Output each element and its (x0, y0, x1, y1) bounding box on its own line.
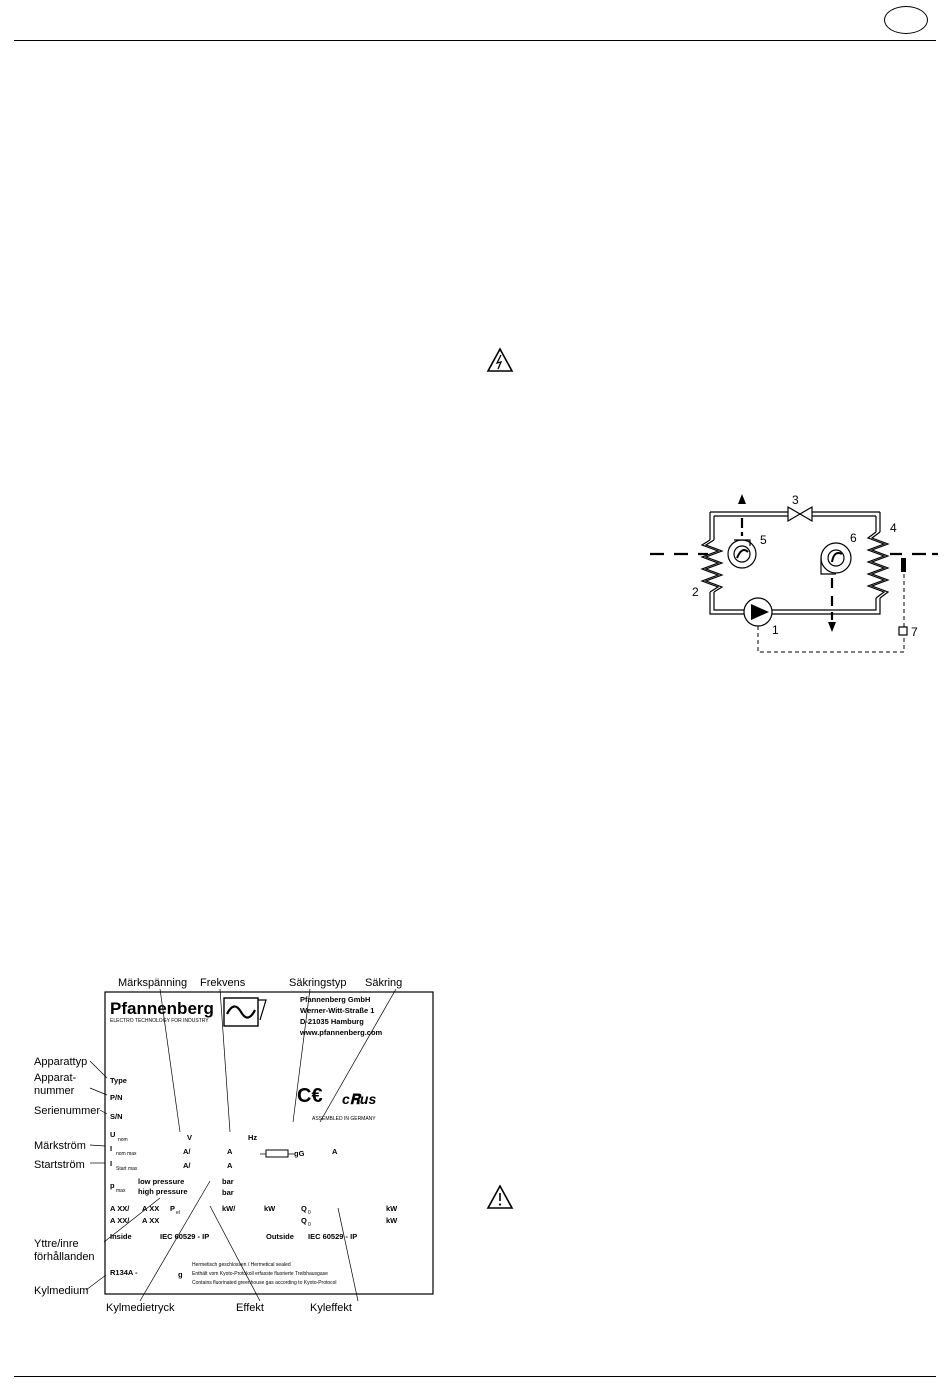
field-a-3: A/ (183, 1161, 191, 1170)
field-a-2: A (227, 1147, 233, 1156)
field-iec-outside: IEC 60529 - IP (308, 1232, 357, 1241)
field-v-unit: V (187, 1133, 192, 1142)
diagram-label-3: 3 (792, 493, 799, 507)
address-line-4: www.pfannenberg.com (299, 1028, 383, 1037)
callout-effekt: Effekt (236, 1302, 264, 1314)
sealed-line-3: Contains fluorinated greenhouse gas acco… (192, 1280, 337, 1286)
field-a-1: A/ (183, 1147, 191, 1156)
diagram-label-1: 1 (772, 623, 779, 637)
field-inside: Inside (110, 1232, 132, 1241)
diagram-label-2: 2 (692, 585, 699, 599)
diagram-label-6: 6 (850, 531, 857, 545)
field-low-pressure: low pressure (138, 1177, 184, 1186)
nameplate-figure: Märkspänning Frekvens Säkringstyp Säkrin… (34, 977, 434, 1314)
field-axx-2: A XX (142, 1204, 159, 1213)
assembled-text: ASSEMBLED IN GERMANY (312, 1116, 376, 1122)
nameplate-border (104, 991, 434, 1295)
field-q-1-sub: 0 (308, 1210, 311, 1216)
callout-startstrom: Startström (34, 1159, 85, 1171)
footer-rule (14, 1376, 936, 1377)
ce-mark-icon: C€ (297, 1085, 323, 1107)
callout-nummer: nummer (34, 1085, 75, 1097)
field-bar-2: bar (222, 1188, 234, 1197)
field-a-4: A (227, 1161, 233, 1170)
general-warning-icon (486, 1184, 514, 1209)
ul-mark-icon: c𝐑us (342, 1091, 376, 1107)
field-a-5: A (332, 1147, 338, 1156)
field-i-nom: I (110, 1144, 112, 1153)
field-q-2-sub: 0 (308, 1222, 311, 1228)
refrigeration-circuit-diagram: 3 4 5 6 2 1 7 (650, 493, 938, 653)
callout-yttre-inre: Yttre/inre (34, 1238, 79, 1250)
field-pn: P/N (110, 1093, 123, 1102)
field-p: p (110, 1181, 115, 1190)
field-g-unit: g (178, 1270, 183, 1279)
field-hz-unit: Hz (248, 1133, 257, 1142)
callout-apparattyp: Apparattyp (34, 1056, 87, 1068)
diagram-label-7: 7 (911, 625, 918, 639)
field-axx-3: A XX/ (110, 1216, 130, 1225)
field-axx-4: A XX (142, 1216, 159, 1225)
sealed-line-2: Enthält vom Kyoto-Protokoll erfasste flu… (192, 1271, 328, 1277)
field-q-2: Q (301, 1216, 307, 1225)
address-line-2: Werner-Witt-Straße 1 (300, 1006, 374, 1015)
field-i-start: I (110, 1159, 112, 1168)
field-kw-2: kW (264, 1204, 276, 1213)
callout-kylmedium: Kylmedium (34, 1285, 88, 1297)
field-i-nom-sub: nom max (116, 1151, 137, 1157)
callout-frekvens: Frekvens (200, 977, 246, 989)
field-pe: P (170, 1204, 175, 1213)
field-sn: S/N (110, 1112, 123, 1121)
field-refrigerant: R134A - (110, 1268, 138, 1277)
field-gg: gG (294, 1149, 305, 1158)
field-high-pressure: high pressure (138, 1187, 188, 1196)
electrical-hazard-icon (486, 347, 514, 372)
callout-sakringstyp: Säkringstyp (289, 977, 346, 989)
diagram-label-5: 5 (760, 533, 767, 547)
field-u: U (110, 1130, 115, 1139)
field-kw-1: kW/ (222, 1204, 236, 1213)
header-rule (14, 40, 936, 41)
callout-serienummer: Serienummer (34, 1105, 100, 1117)
field-u-sub: nom (118, 1137, 128, 1143)
fuse-icon (260, 1149, 294, 1158)
address-line-3: D-21035 Hamburg (300, 1017, 364, 1026)
callout-sakring: Säkring (365, 977, 402, 989)
field-type: Type (110, 1076, 127, 1085)
brand-name: Pfannenberg (110, 999, 214, 1018)
callout-apparat: Apparat- (34, 1072, 77, 1084)
callout-forhallanden: förhållanden (34, 1251, 95, 1263)
field-p-sub: max (116, 1188, 126, 1194)
field-iec-inside: IEC 60529 - IP (160, 1232, 209, 1241)
field-i-start-sub: Start max (116, 1166, 138, 1172)
callout-markstrom: Märkström (34, 1140, 86, 1152)
field-kw-4: kW (386, 1216, 398, 1225)
field-pe-sub: el (176, 1210, 180, 1216)
field-q-1: Q (301, 1204, 307, 1213)
brand-logo (223, 997, 267, 1027)
callout-kylmedietryck: Kylmedietryck (106, 1302, 175, 1314)
field-outside: Outside (266, 1232, 294, 1241)
field-kw-3: kW (386, 1204, 398, 1213)
brand-tagline: ELECTRO TECHNOLOGY FOR INDUSTRY (110, 1018, 209, 1024)
callout-kyleffekt: Kyleffekt (310, 1302, 352, 1314)
address-line-1: Pfannenberg GmbH (300, 995, 370, 1004)
field-axx-1: A XX/ (110, 1204, 130, 1213)
diagram-label-4: 4 (890, 521, 897, 535)
field-bar-1: bar (222, 1177, 234, 1186)
language-badge (884, 6, 928, 34)
sealed-line-1: Hermetisch geschlossen / Hermetical seal… (192, 1262, 291, 1268)
callout-markspanning: Märkspänning (118, 977, 187, 989)
